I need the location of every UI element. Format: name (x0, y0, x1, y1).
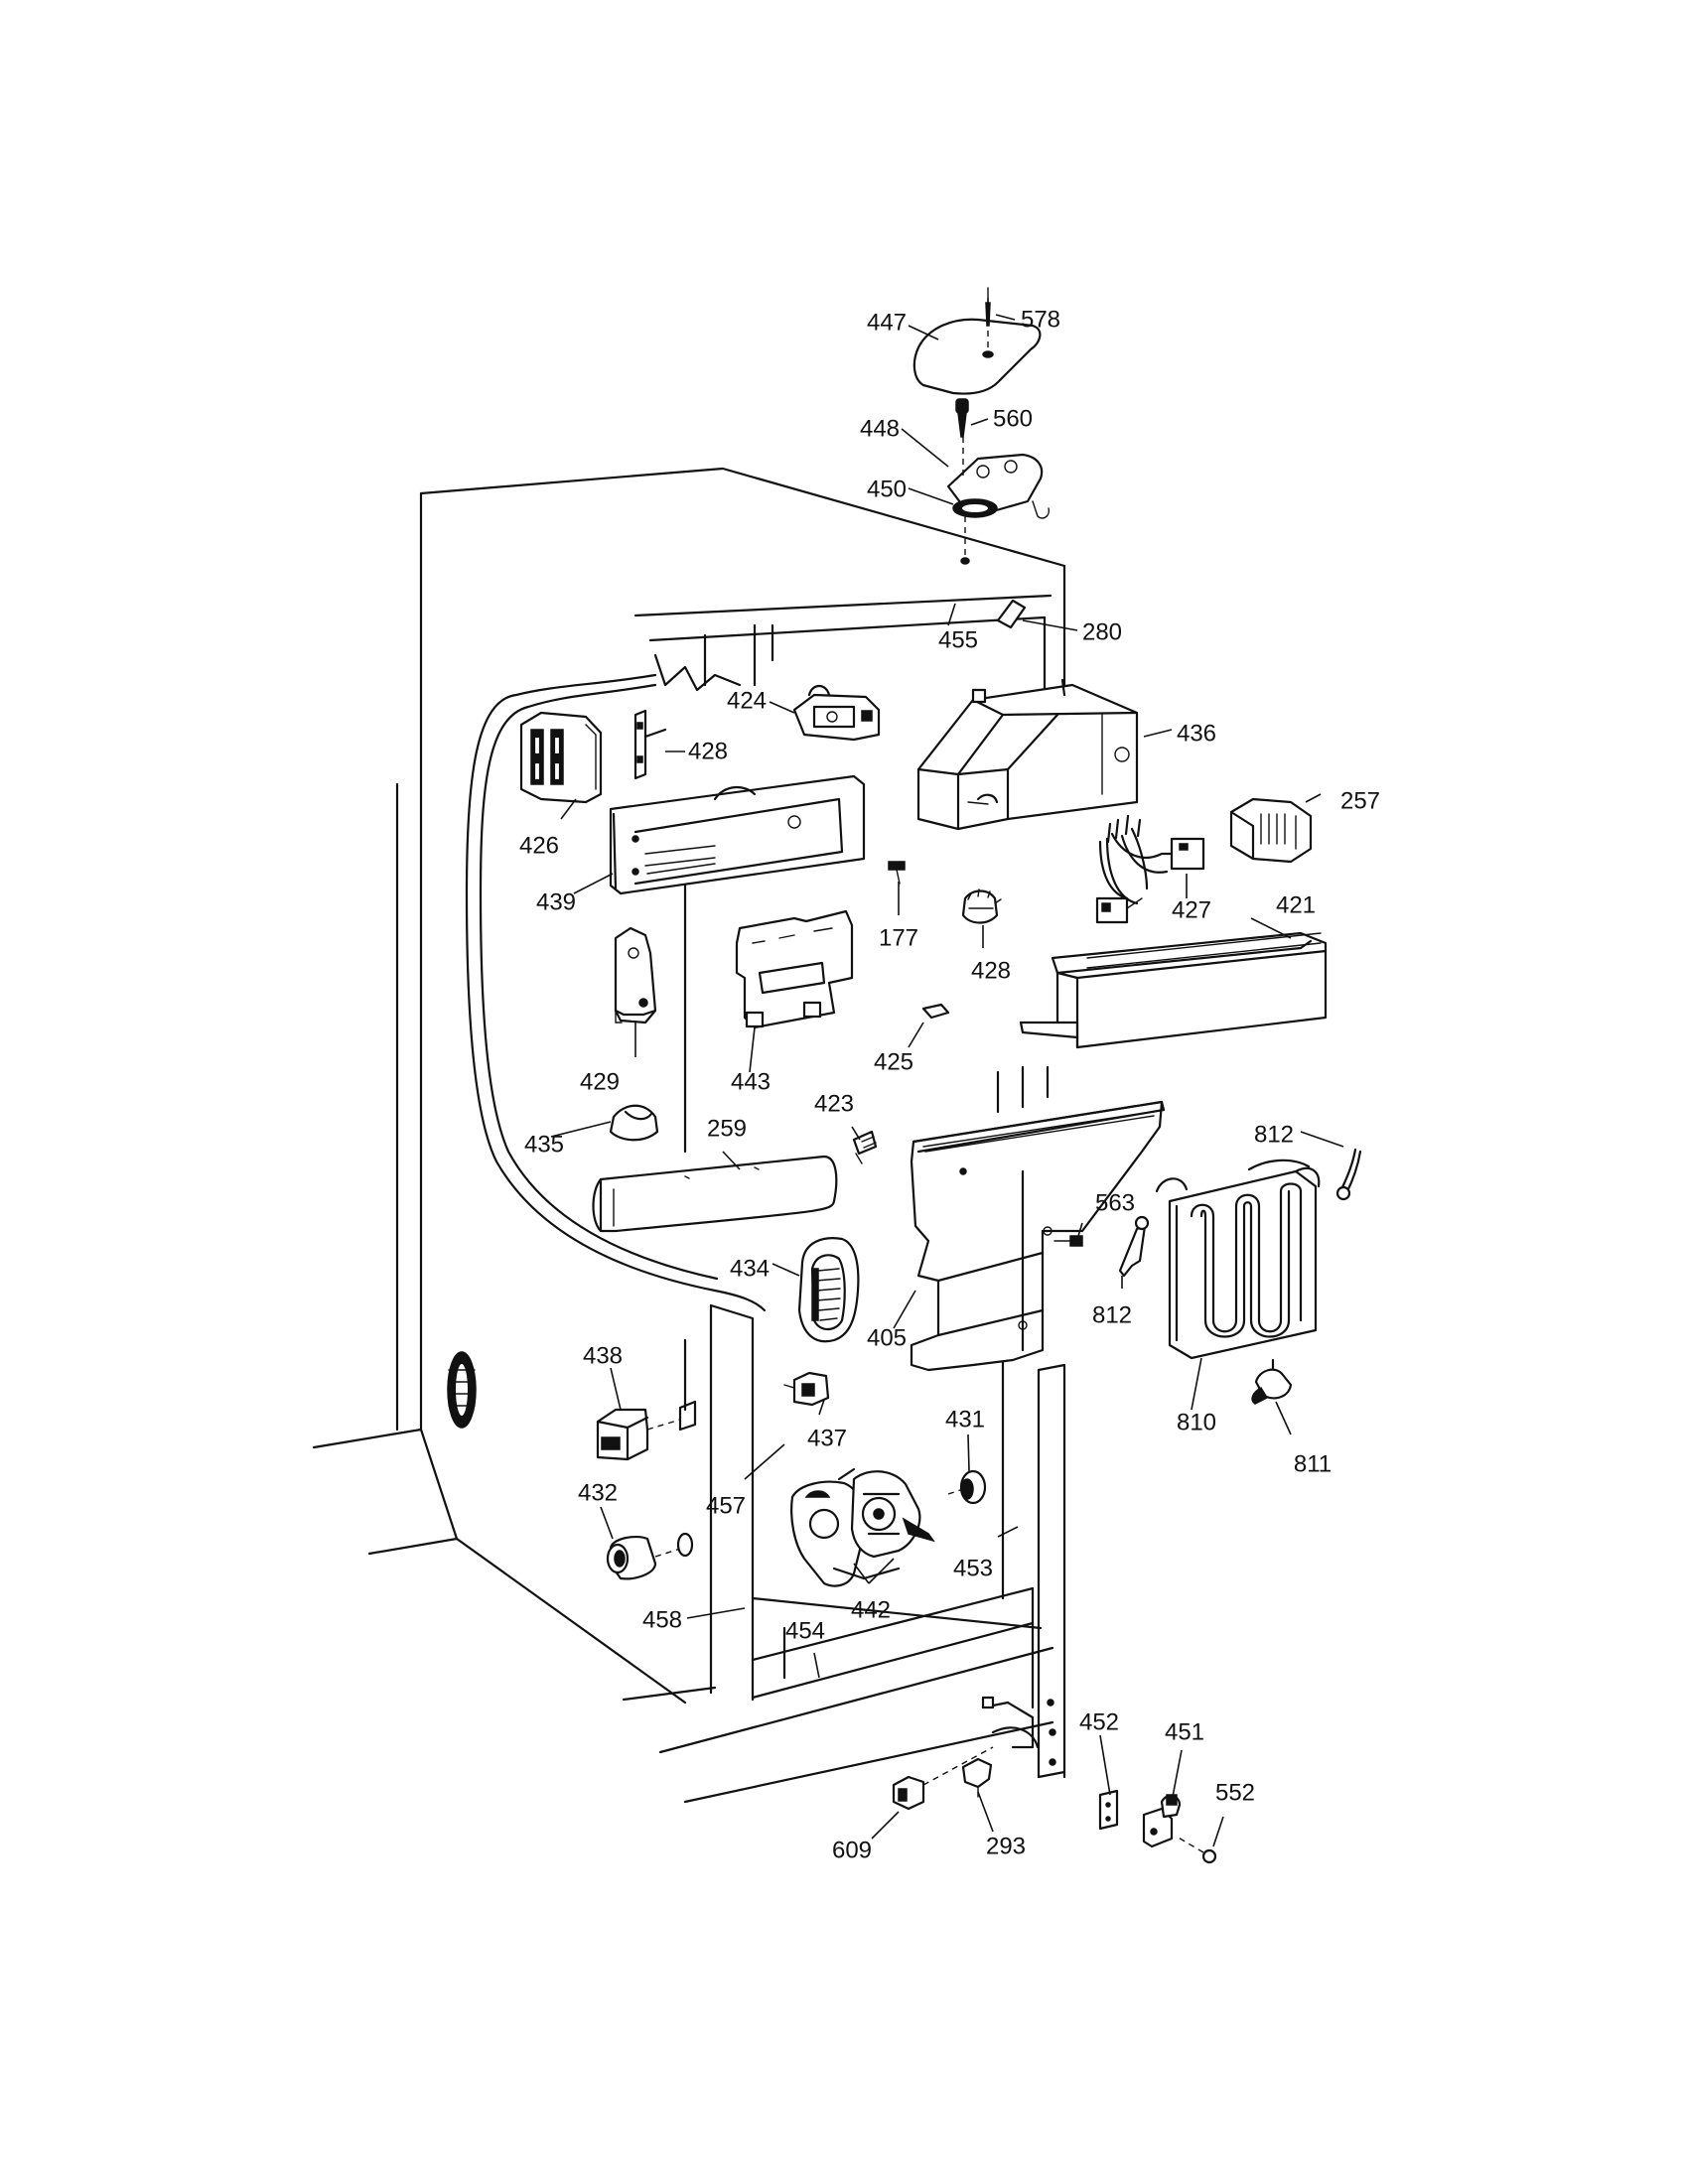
part-443-mounting-plate (735, 909, 854, 1029)
part-421-channel (1019, 931, 1328, 1049)
callout-443: 443 (731, 1069, 771, 1096)
part-578-screw (985, 287, 991, 352)
callout-405: 405 (867, 1325, 907, 1352)
part-442-fan-motor-assembly (790, 1467, 935, 1587)
part-280-clip (996, 599, 1027, 629)
callout-428-upper: 428 (688, 739, 728, 765)
callout-811: 811 (1294, 1451, 1332, 1478)
callout-431: 431 (945, 1407, 985, 1433)
callout-434: 434 (730, 1256, 770, 1283)
part-432-light-socket (606, 1532, 694, 1580)
callout-labels: 578 447 560 448 450 455 280 424 428 436 … (519, 307, 1380, 1864)
callout-439: 439 (536, 889, 576, 916)
part-428-control-knob (961, 888, 1002, 924)
part-434-louver-grille (797, 1237, 860, 1343)
callout-177: 177 (879, 925, 918, 952)
callout-454: 454 (785, 1618, 825, 1645)
callout-293: 293 (986, 1834, 1026, 1860)
callout-428-lower: 428 (971, 958, 1011, 985)
part-429-bracket (614, 926, 657, 1024)
callout-457: 457 (706, 1493, 746, 1520)
part-448-top-hinge (946, 437, 1051, 519)
callout-448: 448 (860, 416, 900, 443)
leader-lines (550, 314, 1344, 1847)
callout-427: 427 (1172, 897, 1211, 924)
callout-421: 421 (1276, 892, 1316, 919)
callout-563: 563 (1095, 1190, 1135, 1217)
callout-560: 560 (993, 406, 1033, 433)
callout-458: 458 (642, 1607, 682, 1634)
part-810-defrost-heater (1155, 1159, 1321, 1360)
part-812-wire-upper (1335, 1148, 1362, 1201)
callout-452: 452 (1079, 1709, 1119, 1736)
callout-436: 436 (1177, 721, 1216, 748)
callout-435: 435 (524, 1132, 564, 1159)
callout-426: 426 (519, 833, 559, 860)
part-451-bottom-hinge (1142, 1794, 1182, 1848)
part-436-control-housing (916, 678, 1139, 831)
part-405-evaporator-cover (910, 1065, 1166, 1372)
part-435-clip (609, 1104, 659, 1142)
callout-280: 280 (1082, 619, 1122, 646)
callout-257: 257 (1340, 788, 1380, 815)
part-428-bracket-upper (633, 709, 667, 780)
callout-259: 259 (707, 1116, 747, 1143)
part-437-switch (783, 1371, 830, 1407)
part-560-screw (955, 398, 969, 438)
part-423-pin (852, 1130, 878, 1164)
part-452-shim (1098, 1789, 1119, 1831)
part-609-clip (892, 1746, 994, 1811)
part-177-screw (888, 861, 906, 885)
callout-438: 438 (583, 1343, 623, 1370)
part-563-screw (1053, 1235, 1083, 1247)
callout-451: 451 (1165, 1719, 1204, 1746)
part-811-thermostat (1251, 1358, 1293, 1405)
callout-455: 455 (938, 627, 978, 654)
part-447-hinge-cover (912, 318, 1042, 395)
part-426-dispenser-switch (519, 711, 603, 804)
part-450-shim (952, 498, 998, 565)
part-552-screw (1176, 1836, 1217, 1864)
part-424-switch (792, 684, 881, 742)
callout-812-upper: 812 (1254, 1122, 1294, 1149)
callout-453: 453 (953, 1556, 993, 1582)
callout-432: 432 (578, 1480, 618, 1507)
part-431-grommet (947, 1469, 987, 1505)
part-438-switch (596, 1400, 697, 1461)
part-257-defrost-timer (1229, 797, 1313, 864)
callout-609: 609 (832, 1838, 872, 1864)
part-bottom-bracket (981, 1696, 1056, 1766)
part-259-duct-tube (592, 1155, 838, 1233)
part-439-rail (609, 774, 866, 895)
callout-447: 447 (867, 310, 907, 337)
part-812-wire-lower (1118, 1215, 1150, 1278)
callout-425: 425 (874, 1049, 913, 1076)
callout-423: 423 (814, 1091, 854, 1118)
callout-450: 450 (867, 477, 907, 503)
callout-424: 424 (727, 688, 767, 715)
callout-552: 552 (1215, 1780, 1255, 1807)
part-293-clip (961, 1757, 993, 1798)
callout-429: 429 (580, 1069, 620, 1096)
cabinet-body (312, 467, 1066, 1804)
callout-810: 810 (1177, 1410, 1216, 1436)
part-425-insert (921, 1003, 950, 1020)
callout-442: 442 (851, 1597, 891, 1624)
callout-437: 437 (807, 1426, 847, 1452)
part-427-wire-harness (1095, 814, 1205, 924)
callout-578: 578 (1021, 307, 1060, 334)
callout-812-lower: 812 (1092, 1302, 1132, 1329)
